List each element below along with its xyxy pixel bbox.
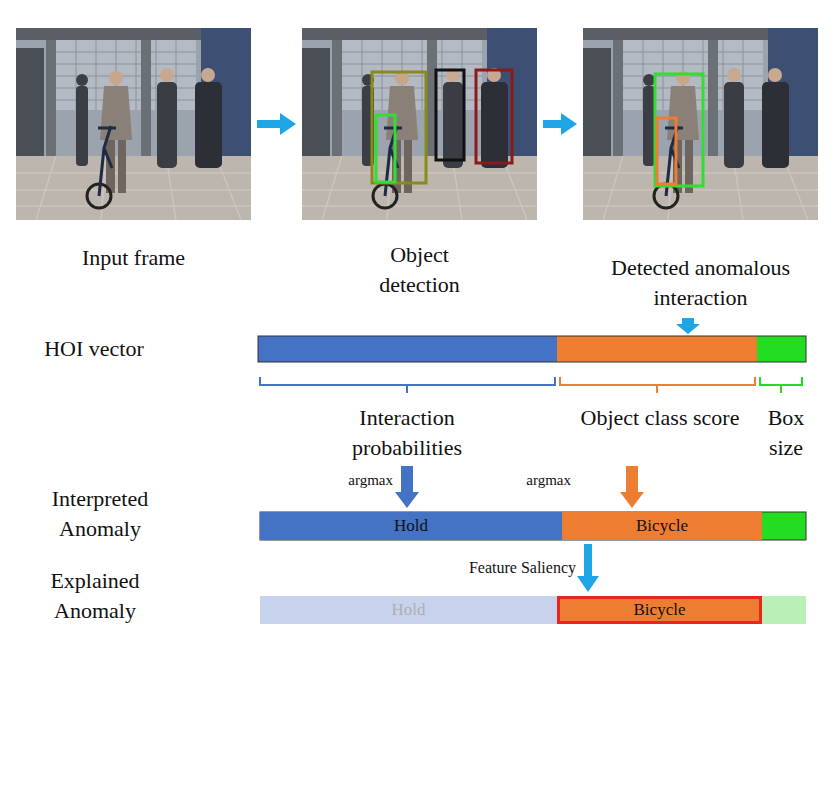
anomaly-box <box>655 74 703 186</box>
row-label: Object class score <box>550 403 770 433</box>
segment-label: Bicycle <box>634 600 686 620</box>
photo-caption: Input frame <box>16 243 251 273</box>
photo-frame: Input frame <box>16 28 251 273</box>
segment-label: Hold <box>394 516 428 536</box>
bar-outline <box>258 336 806 362</box>
box-size-segment <box>757 336 806 362</box>
interaction-segment <box>258 336 557 362</box>
street-scene <box>583 28 818 220</box>
anomaly-photo <box>583 28 818 220</box>
vector-segment: Bicycle <box>562 512 762 540</box>
street-scene <box>302 28 537 220</box>
class-score-segment <box>557 336 757 362</box>
photo-frame: Object detection <box>302 28 537 300</box>
segment-label: Hold <box>392 600 426 620</box>
row-label: Interpreted Anomaly <box>20 484 180 544</box>
segment-label: Bicycle <box>636 516 688 536</box>
anomaly-box <box>657 118 676 184</box>
box-size-segment <box>762 512 806 540</box>
row-label: Interaction probabilities <box>312 403 502 463</box>
photo-frame: Detected anomalous interaction <box>583 28 818 313</box>
edge-label: Feature Saliency <box>469 558 576 578</box>
flow-arrow <box>584 544 592 576</box>
row-label: Explained Anomaly <box>15 566 175 626</box>
photo-caption: Object detection <box>360 240 480 300</box>
detection-box <box>376 115 395 182</box>
vector-segment: Hold <box>260 512 562 540</box>
operation-label: argmax <box>333 470 393 490</box>
bracket <box>560 377 755 393</box>
vector-segment: Bicycle <box>557 596 762 624</box>
argmax-arrow <box>395 466 419 508</box>
box-size-segment <box>762 596 806 624</box>
bracket <box>260 377 555 393</box>
bar-outline <box>260 512 806 540</box>
row-label: Box size <box>756 403 816 463</box>
flow-arrow <box>543 120 561 128</box>
street-scene <box>16 28 251 220</box>
flow-arrow <box>257 120 280 128</box>
input-photo <box>16 28 251 220</box>
detection-photo <box>302 28 537 220</box>
row-label: HOI vector <box>14 334 174 364</box>
vector-segment: Hold <box>260 596 557 624</box>
operation-label: argmax <box>511 470 571 490</box>
photo-caption: Detected anomalous interaction <box>583 253 818 313</box>
bracket <box>760 377 802 393</box>
flow-arrow <box>676 318 700 334</box>
detection-box <box>372 72 426 183</box>
argmax-arrow <box>620 466 644 508</box>
detection-box <box>476 70 512 163</box>
detection-box <box>436 70 464 160</box>
